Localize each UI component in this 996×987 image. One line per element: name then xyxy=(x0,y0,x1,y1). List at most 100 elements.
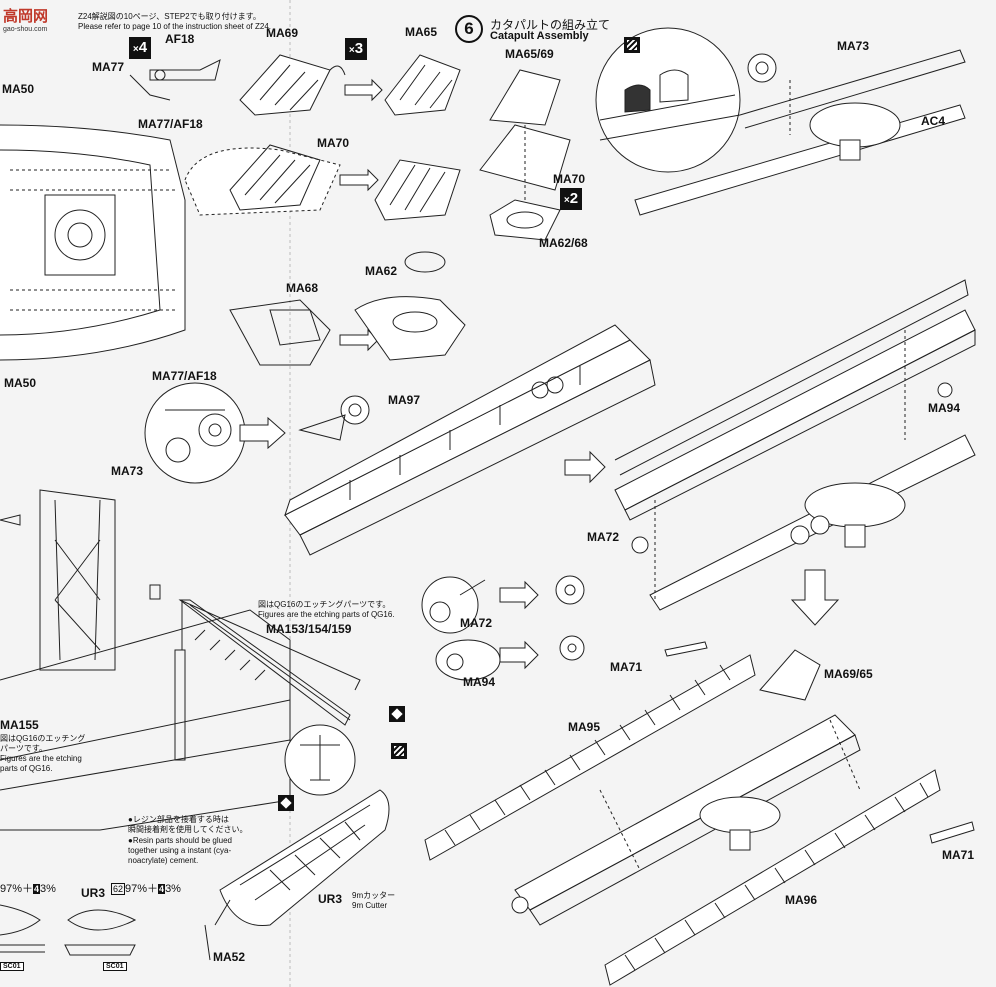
catapult-middle-drawing xyxy=(614,279,976,611)
label-ma94-left: MA94 xyxy=(463,675,496,689)
multiplier-x2: ×2 xyxy=(560,188,582,210)
ma95-truss-drawing xyxy=(424,654,756,861)
ma72-detail-drawing xyxy=(421,576,486,634)
cutter-boat-drawing xyxy=(204,789,390,961)
label-ma71-top: MA71 xyxy=(610,660,643,674)
multiplier-x4: ×4 xyxy=(129,37,151,59)
etch-note-left-l3: Figures are the etching xyxy=(0,754,82,763)
label-ma65: MA65 xyxy=(405,25,438,39)
ma97-rail-drawing xyxy=(284,324,656,556)
ma94-detail-drawing xyxy=(435,639,501,681)
diamond-mark-icon xyxy=(389,706,405,722)
cutter-en: 9m Cutter xyxy=(352,901,388,910)
label-ma73-top: MA73 xyxy=(837,39,870,53)
ma62-drawing xyxy=(404,251,446,273)
label-ur3-cutter: UR3 xyxy=(318,892,343,906)
label-ma52: MA52 xyxy=(213,950,246,964)
arrow-ma94 xyxy=(499,640,539,670)
label-ma94-right: MA94 xyxy=(928,401,961,415)
etch-note-right-en: Figures are the etching parts of QG16. xyxy=(258,610,395,619)
label-ma153-154-159: MA153/154/159 xyxy=(266,622,352,636)
paint-mix-left: 97%＋43% xyxy=(0,883,56,895)
step-title-jp: カタパルトの組み立て xyxy=(490,18,611,32)
label-ur3-left: UR3 xyxy=(81,886,106,900)
ma68-drawing xyxy=(229,299,331,366)
cutter-jp: 9mカッター xyxy=(352,891,396,900)
label-ma70-right: MA70 xyxy=(553,172,586,186)
label-ma73-left: MA73 xyxy=(111,464,144,478)
arrow-down-large xyxy=(790,569,840,626)
resin-note-jp1: ●レジン部品を接着する時は xyxy=(128,815,229,824)
glue-hatch-icon xyxy=(624,37,640,53)
label-ma6965: MA69/65 xyxy=(824,667,873,681)
label-ac4: AC4 xyxy=(921,114,946,128)
step-title-en: Catapult Assembly xyxy=(490,30,589,42)
label-ma96: MA96 xyxy=(785,893,818,907)
resin-note-en3: noacrylate) cement. xyxy=(128,856,199,865)
label-ma50-bottom: MA50 xyxy=(4,376,37,390)
catapult-bottom-drawing xyxy=(511,714,861,926)
ma6965-drawing xyxy=(759,649,821,701)
crane-drawing xyxy=(174,599,361,796)
arrow-ma72 xyxy=(499,580,539,610)
logo-url: gao-shou.com xyxy=(3,26,48,33)
label-ma97: MA97 xyxy=(388,393,421,407)
catapult-top-drawing xyxy=(634,49,966,216)
ma73-detail-drawing xyxy=(144,382,246,484)
label-ma62: MA62 xyxy=(365,264,398,278)
ma71-bottom-drawing xyxy=(929,821,975,844)
site-logo: 高岡网 gao-shou.com xyxy=(3,5,69,35)
label-ma72-left: MA72 xyxy=(460,616,493,630)
ma71-top-drawing xyxy=(664,641,708,657)
logo-chars: 高岡网 xyxy=(3,7,49,25)
ma70-assembled-drawing xyxy=(374,159,461,221)
note-top-jp: Z24解説図の10ページ、STEP2でも取り付けます。 xyxy=(78,12,261,21)
arrow-ma70 xyxy=(339,168,379,192)
label-ma71-bottom: MA71 xyxy=(942,848,975,862)
glue-hatch-icon-2 xyxy=(391,743,407,759)
superstructure-drawing xyxy=(0,489,291,831)
label-ma68: MA68 xyxy=(286,281,319,295)
af18-part-drawing xyxy=(129,59,221,101)
deck-plan-drawing xyxy=(0,124,186,361)
ma6569-stack-drawing xyxy=(479,69,571,241)
ma62-on-ma68-drawing xyxy=(354,296,466,361)
zoom-detail-circle xyxy=(595,27,741,173)
arrow-middle xyxy=(564,450,606,484)
etch-note-left-l4: parts of QG16. xyxy=(0,764,53,773)
label-ma69: MA69 xyxy=(266,26,299,40)
etch-note-left-l2: パーツです。 xyxy=(0,744,48,753)
sc01-badge-right: SC01 xyxy=(103,962,127,971)
small-boats-drawing xyxy=(0,904,137,956)
label-ma6268: MA62/68 xyxy=(539,236,588,250)
multiplier-x3: ×3 xyxy=(345,38,367,60)
arrow-ma68 xyxy=(339,328,379,352)
label-ma155: MA155 xyxy=(0,718,39,732)
label-ma77: MA77 xyxy=(92,60,125,74)
resin-note-en1: ●Resin parts should be glued xyxy=(128,836,233,845)
label-ma6569: MA65/69 xyxy=(505,47,554,61)
ma70-frame-drawing xyxy=(184,144,341,216)
label-af18: AF18 xyxy=(165,32,195,46)
etch-note-right-jp: 図はQG16のエッチングパーツです。 xyxy=(258,600,391,609)
label-ma72-right: MA72 xyxy=(587,530,620,544)
ma69-frame-drawing xyxy=(239,54,346,116)
resin-note-jp2: 瞬間接着剤を使用してください。 xyxy=(128,825,248,834)
etch-note-left-l1: 図はQG16のエッチング xyxy=(0,734,86,743)
sc01-badge-left: SC01 xyxy=(0,962,24,971)
ma72-assembled-drawing xyxy=(555,575,585,605)
ma96-truss-drawing xyxy=(604,769,941,986)
resin-note-en2: together using a instant (cya- xyxy=(128,846,232,855)
label-ma77af18-bottom: MA77/AF18 xyxy=(152,369,217,383)
arrow-ma73 xyxy=(239,416,286,450)
ma94-assembled-drawing xyxy=(559,635,585,661)
diamond-mark-icon-2 xyxy=(278,795,294,811)
step-number: 6 xyxy=(455,15,483,43)
ma73-assembled-drawing xyxy=(298,395,370,441)
label-ma95: MA95 xyxy=(568,720,601,734)
arrow-ma69 xyxy=(344,78,383,102)
label-ma70-left: MA70 xyxy=(317,136,350,150)
ma65-frame-drawing xyxy=(384,54,461,116)
